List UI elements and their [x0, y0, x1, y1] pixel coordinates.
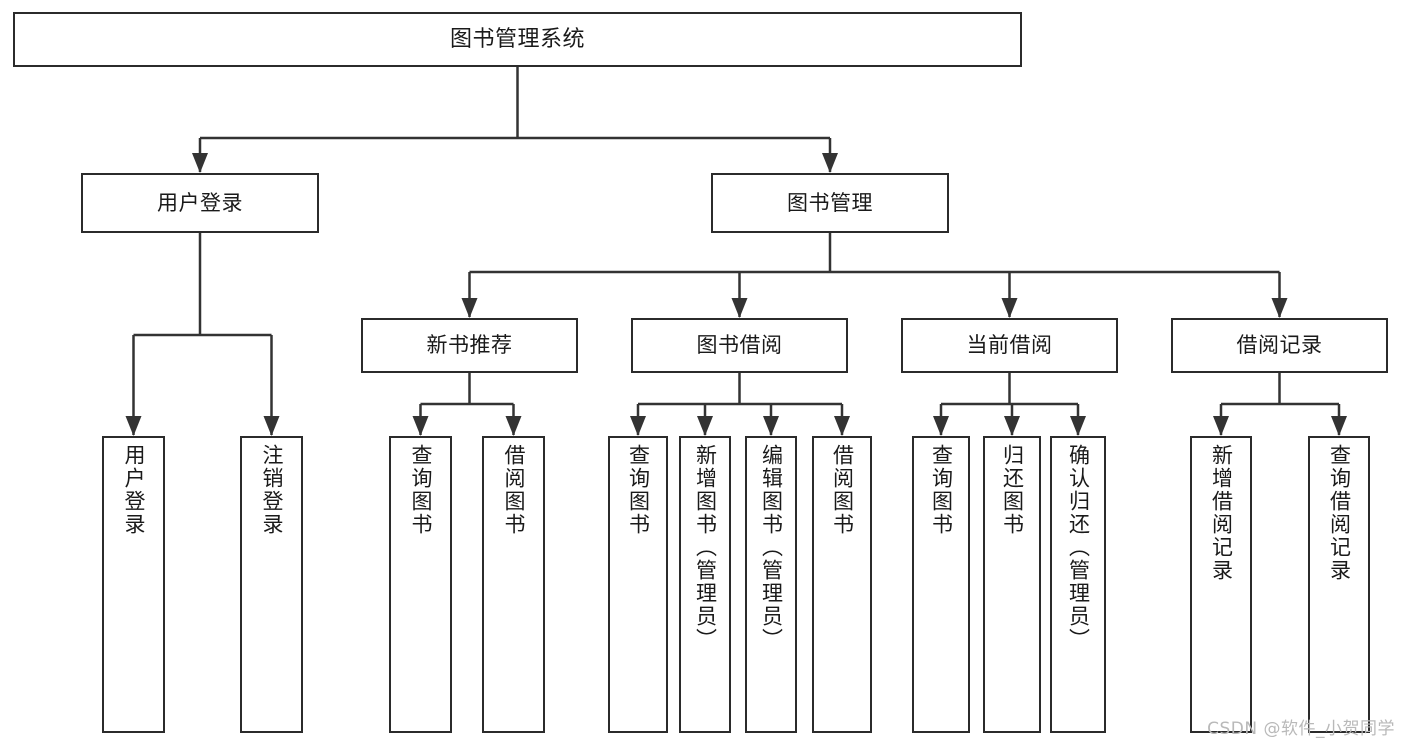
- arrow-head-leaf-return: [1004, 416, 1020, 436]
- arrow-head-leaf-logout: [263, 416, 280, 436]
- arrow-head-leaf-confirm: [1070, 416, 1086, 436]
- node-leaf-borrow-2[interactable]: 借阅图书: [812, 436, 872, 733]
- node-label: 用户登录: [122, 444, 146, 536]
- node-label: 查询图书: [626, 444, 651, 536]
- node-label: 查询借阅记录: [1327, 444, 1352, 582]
- node-leaf-q-book-3[interactable]: 查询图书: [912, 436, 970, 733]
- node-leaf-confirm[interactable]: 确认归还（管理员）: [1050, 436, 1106, 733]
- arrow-head-borrow-record: [1271, 298, 1288, 318]
- arrow-head-leaf-borrow-1: [505, 416, 522, 436]
- node-label: 归还图书: [1000, 444, 1025, 536]
- node-root[interactable]: 图书管理系统: [13, 12, 1022, 67]
- node-label: 注销登录: [260, 444, 284, 536]
- node-current-borrow[interactable]: 当前借阅: [901, 318, 1118, 373]
- node-label: 图书管理: [787, 190, 873, 215]
- arrow-head-leaf-q-book-3: [933, 416, 949, 436]
- arrow-head-leaf-query-rec: [1331, 416, 1347, 436]
- node-label: 查询图书: [409, 444, 433, 536]
- node-label: 新书推荐: [426, 333, 513, 358]
- node-new-book-rec[interactable]: 新书推荐: [361, 318, 578, 373]
- arrow-head-leaf-q-book-2: [630, 416, 646, 436]
- node-leaf-q-book-1[interactable]: 查询图书: [389, 436, 452, 733]
- node-label: 确认归还（管理员）: [1066, 444, 1091, 651]
- node-leaf-add-rec[interactable]: 新增借阅记录: [1190, 436, 1252, 733]
- node-label: 新增借阅记录: [1209, 444, 1234, 582]
- node-label: 图书管理系统: [449, 26, 585, 52]
- node-book-manage[interactable]: 图书管理: [711, 173, 949, 233]
- node-leaf-return[interactable]: 归还图书: [983, 436, 1041, 733]
- arrow-head-leaf-q-book-1: [412, 416, 429, 436]
- node-borrow-record[interactable]: 借阅记录: [1171, 318, 1388, 373]
- arrow-head-leaf-add-rec: [1213, 416, 1229, 436]
- node-leaf-q-book-2[interactable]: 查询图书: [608, 436, 668, 733]
- node-label: 借阅图书: [830, 444, 855, 536]
- arrow-head-leaf-user-login: [125, 416, 142, 436]
- arrow-head-new-book-rec: [461, 298, 478, 318]
- arrow-head-user-login: [192, 153, 208, 173]
- node-label: 查询图书: [929, 444, 954, 536]
- node-label: 当前借阅: [966, 333, 1053, 358]
- node-leaf-edit-book[interactable]: 编辑图书（管理员）: [745, 436, 797, 733]
- node-user-login[interactable]: 用户登录: [81, 173, 319, 233]
- node-leaf-user-login[interactable]: 用户登录: [102, 436, 165, 733]
- node-label: 新增图书（管理员）: [693, 444, 718, 651]
- arrow-head-book-manage: [822, 153, 838, 173]
- node-leaf-logout[interactable]: 注销登录: [240, 436, 303, 733]
- node-label: 借阅图书: [502, 444, 526, 536]
- arrow-head-leaf-edit-book: [763, 416, 779, 436]
- node-leaf-borrow-1[interactable]: 借阅图书: [482, 436, 545, 733]
- watermark-text: CSDN @软件_小贺同学: [1207, 719, 1395, 739]
- node-book-borrow[interactable]: 图书借阅: [631, 318, 848, 373]
- arrow-head-leaf-borrow-2: [834, 416, 850, 436]
- arrow-head-current-borrow: [1001, 298, 1018, 318]
- node-label: 借阅记录: [1236, 333, 1323, 358]
- node-leaf-query-rec[interactable]: 查询借阅记录: [1308, 436, 1370, 733]
- arrow-head-leaf-add-book: [697, 416, 713, 436]
- node-label: 图书借阅: [696, 333, 783, 358]
- arrow-head-book-borrow: [731, 298, 748, 318]
- node-label: 编辑图书（管理员）: [759, 444, 784, 651]
- node-label: 用户登录: [157, 190, 243, 215]
- node-leaf-add-book[interactable]: 新增图书（管理员）: [679, 436, 731, 733]
